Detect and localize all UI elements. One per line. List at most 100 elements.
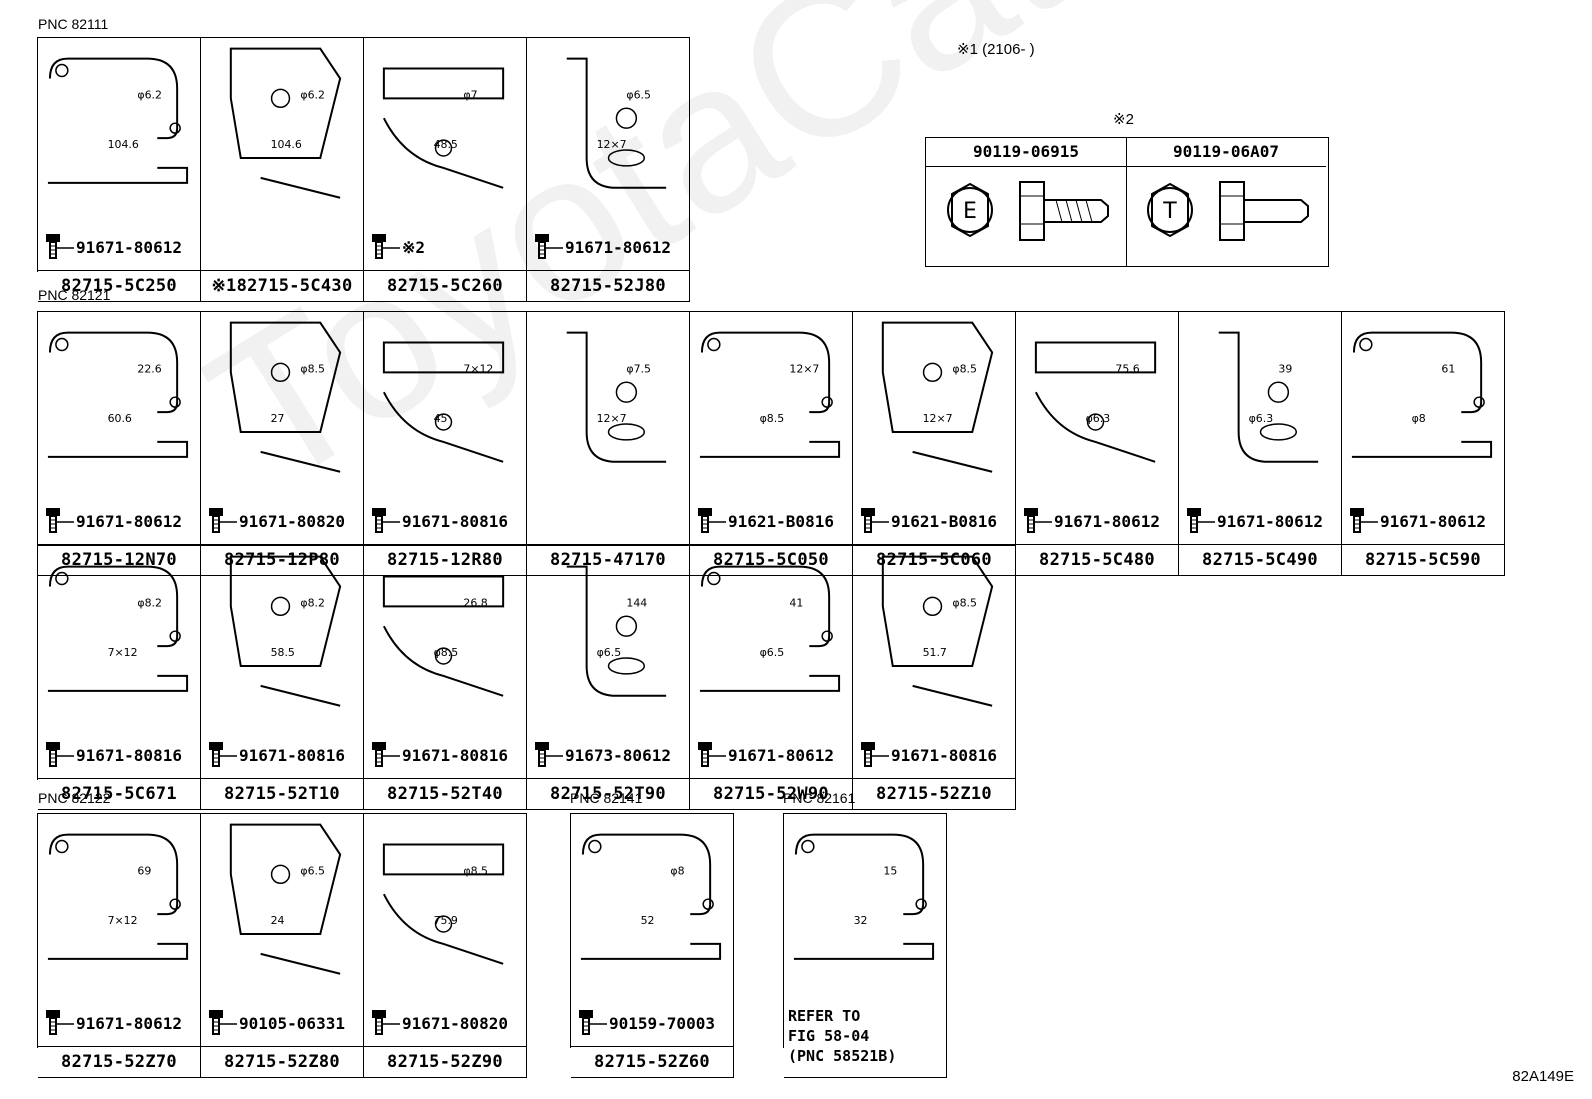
note-2: ※2 (1113, 111, 1134, 128)
dimension-label: φ8 (670, 864, 684, 877)
bolt-icon (1187, 508, 1215, 533)
bolt-icon (209, 508, 237, 533)
dimension-label: 7×12 (108, 646, 138, 659)
dimension-label: 52 (641, 914, 655, 927)
dimension-label: φ6.2 (300, 88, 325, 101)
bolt-part-number: 91671-80820 (402, 1014, 508, 1033)
dimension-label: 48.5 (434, 138, 458, 151)
bolt-part-number: 91671-80612 (76, 1014, 182, 1033)
bolt-part-number: 91671-80612 (1380, 512, 1486, 531)
dimension-label: 12×7 (923, 412, 953, 425)
dimension-label: φ6.2 (137, 88, 162, 101)
bolt-mark-t: T (1162, 199, 1177, 224)
bolt-icon (698, 742, 726, 767)
bolt-callout: 91671-80816 (42, 740, 200, 770)
part-number-label: 82715-5C480 (1016, 544, 1178, 575)
dimension-label: 104.6 (108, 138, 139, 151)
bolt-icon (209, 742, 237, 767)
dimension-label: 26.8 (463, 596, 487, 609)
dimension-label: 144 (626, 596, 647, 609)
bracket-illustration: φ8 52 (580, 833, 722, 960)
part-number-label: 82715-5C490 (1179, 544, 1341, 575)
fastener-part-number: 90119-06A07 (1126, 138, 1326, 167)
dimension-label: 60.6 (108, 412, 132, 425)
part-number-label: 82715-52Z60 (571, 1046, 733, 1077)
dimension-label: 75.9 (434, 914, 458, 927)
part-number-label: ※182715-5C430 (201, 270, 363, 301)
part-number-label: 82715-5C050 (690, 544, 852, 575)
bolt-part-number: 91671-80612 (1217, 512, 1323, 531)
bolt-callout: 91671-80816 (205, 740, 363, 770)
dimension-label: φ8.5 (952, 362, 977, 375)
dimension-label: φ6.5 (760, 646, 785, 659)
bolt-icon (698, 508, 726, 533)
bolt-icon (535, 742, 563, 767)
part-number-label: 82715-52Z80 (201, 1046, 363, 1077)
section-label-pnc-82122: PNC 82122 (38, 790, 111, 806)
part-number-label: 82715-12P80 (201, 544, 363, 575)
dimension-label: 75.6 (1115, 362, 1139, 375)
refer-note: REFER TO FIG 58-04 (PNC 58521B) (788, 1007, 897, 1065)
bolt-icon (372, 742, 400, 767)
bracket-illustration: φ7.512×7 (566, 331, 667, 463)
dimension-label: 7×12 (108, 914, 138, 927)
dimension-label: φ8.5 (300, 362, 325, 375)
part-number-label: 82715-47170 (527, 544, 689, 575)
fastener-part-number: 90119-06915 (926, 138, 1126, 167)
bracket-illustration: 75.6 φ6.3 (1034, 341, 1157, 463)
dimension-label: φ7 (463, 88, 477, 101)
bracket-illustration: φ8.5 12×7 (881, 321, 994, 473)
dimension-label: 22.6 (137, 362, 161, 375)
dimension-label: φ6.3 (1086, 412, 1111, 425)
dimension-label: φ8 (1412, 412, 1426, 425)
fastener-table: 90119-06915 E 90119-06A07 T (925, 137, 1329, 267)
bolt-icon (372, 234, 400, 259)
bolt-part-number: 91671-80820 (239, 512, 345, 531)
bolt-callout: 91621-B0816 (857, 506, 1015, 536)
dimension-label: 45 (434, 412, 448, 425)
bolt-icon (535, 234, 563, 259)
dimension-label: φ6.5 (597, 646, 622, 659)
bolt-callout: 91673-80612 (531, 740, 689, 770)
bolt-callout: 91671-80612 (1346, 506, 1504, 536)
bolt-icon (209, 1010, 237, 1035)
bolt-callout: 91671-80816 (857, 740, 1015, 770)
bracket-illustration: φ7 48.5 (382, 67, 505, 189)
part-number-label: 82715-52T90 (527, 778, 689, 809)
dimension-label: φ7.5 (626, 362, 651, 375)
bracket-illustration: φ8.258.5 (229, 555, 342, 707)
bolt-part-number: 91671-80612 (76, 238, 182, 257)
bolt-callout: 91671-80612 (531, 232, 689, 262)
part-number-label: 82715-52Z90 (364, 1046, 526, 1077)
part-cell[interactable]: 144 φ6.5 91673-80612 82715-52T90 (527, 546, 690, 810)
